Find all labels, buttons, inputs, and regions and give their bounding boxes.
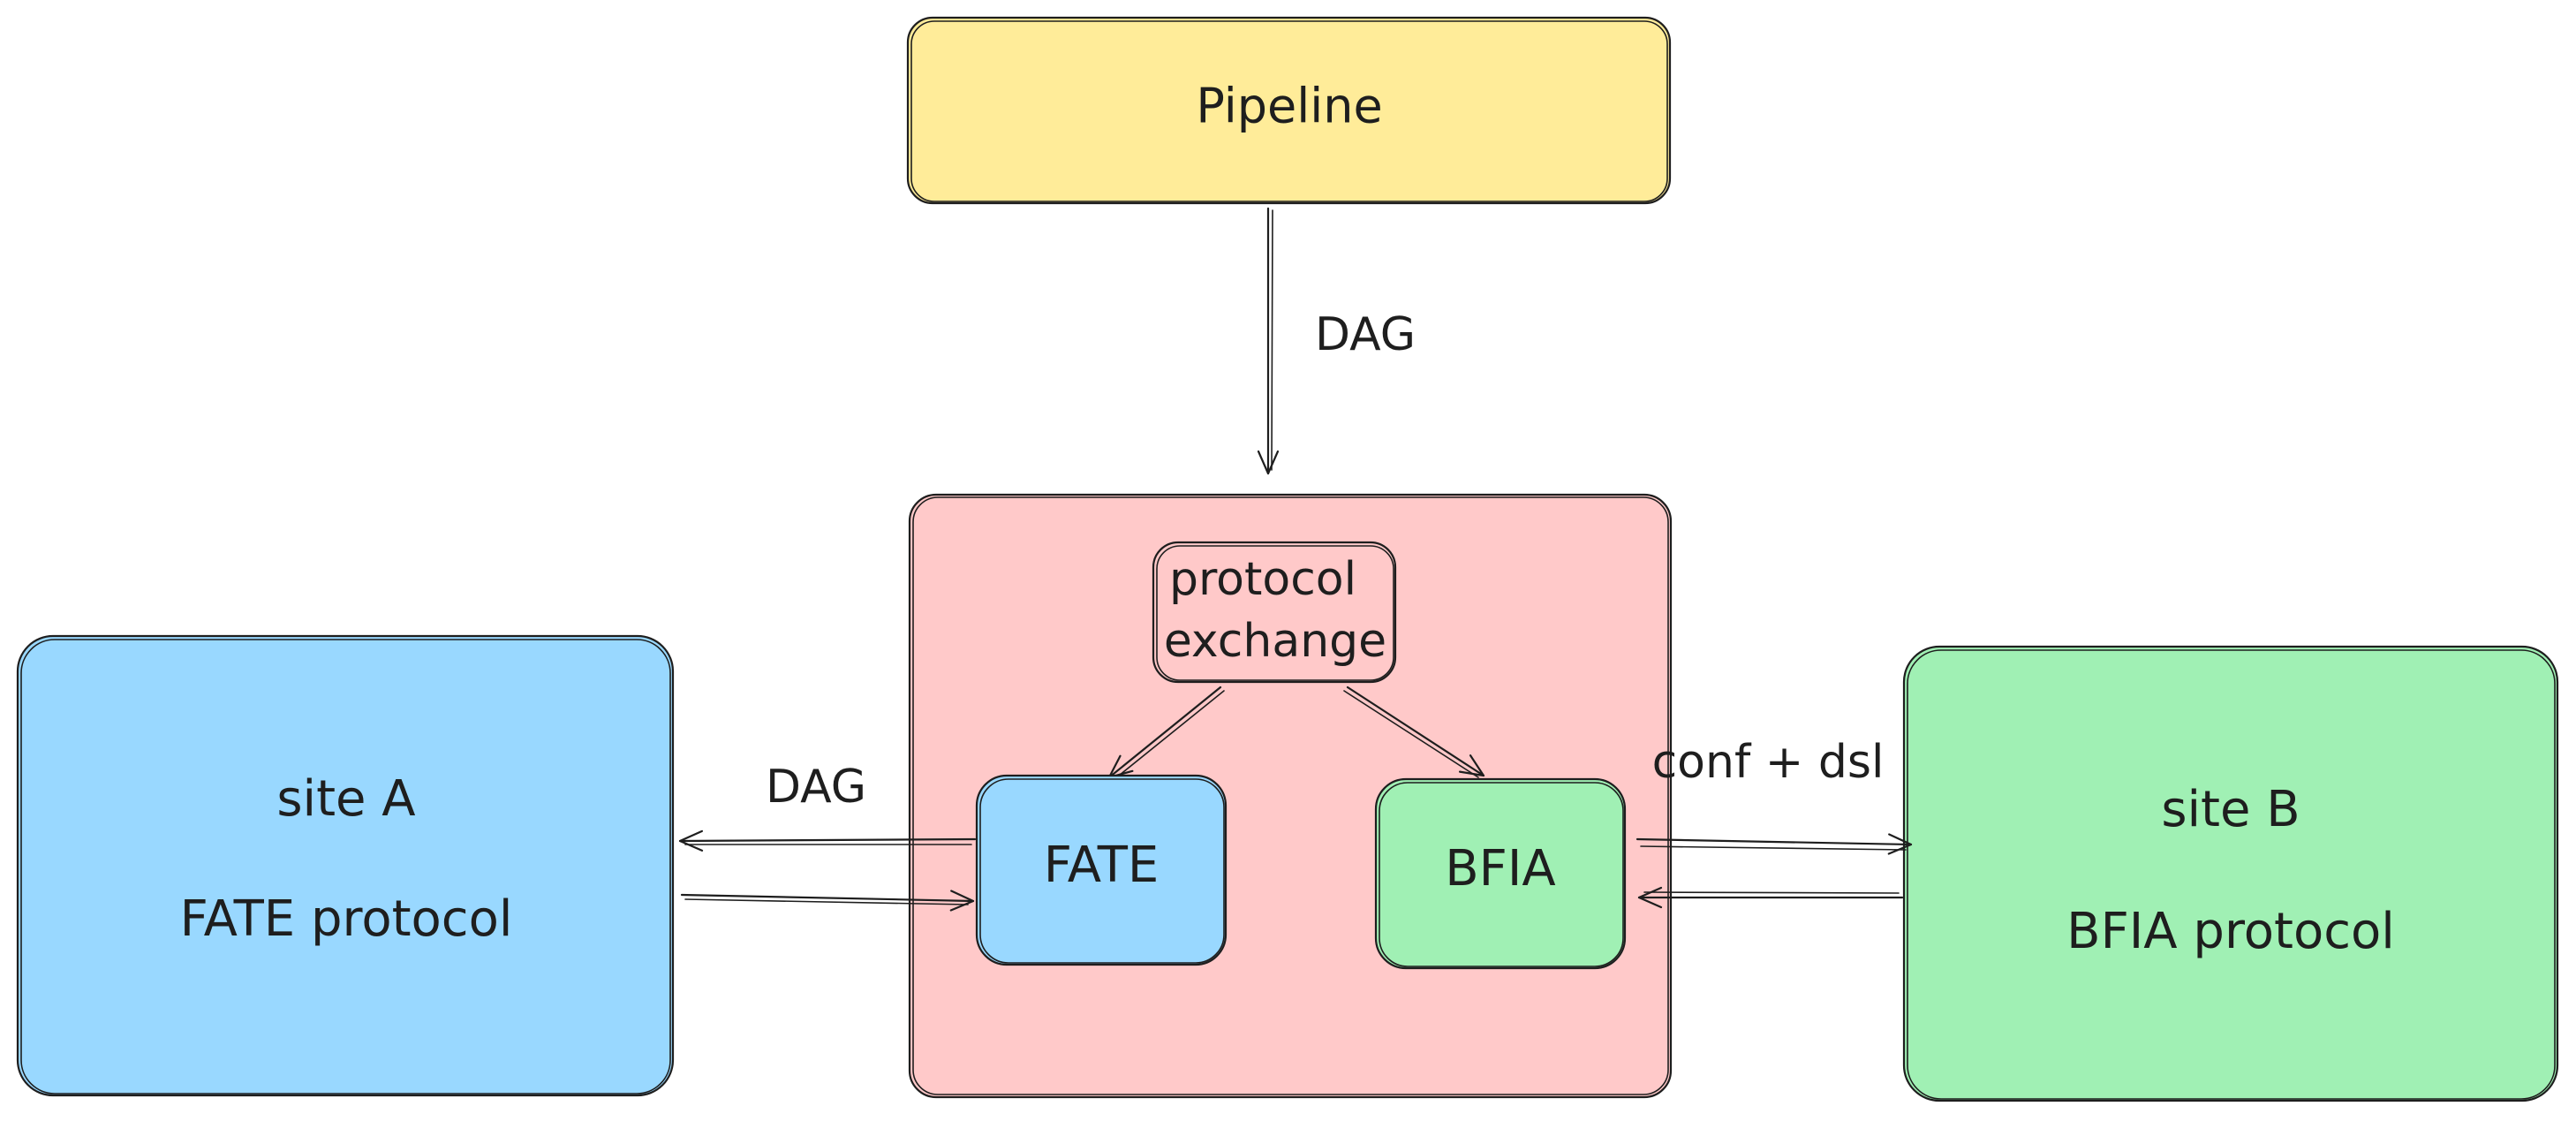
- site-a-border-sketch: [20, 639, 671, 1094]
- arrow-line: [1346, 685, 1485, 777]
- arrow-line: [678, 829, 977, 852]
- site-b-border-sketch: [1907, 649, 2556, 1100]
- site-a-box: [18, 636, 673, 1095]
- edge-site-a-to-fate: [680, 890, 975, 912]
- site-b-node[interactable]: site B BFIA protocol: [1902, 645, 2559, 1102]
- bfia-node[interactable]: BFIA: [1374, 777, 1627, 970]
- site-b-box: [1904, 647, 2557, 1101]
- site-a-node[interactable]: site A FATE protocol: [16, 634, 675, 1097]
- arrow-line-sketch: [1271, 209, 1273, 471]
- arrow-line: [1107, 685, 1222, 779]
- pipeline-node[interactable]: Pipeline: [906, 16, 1672, 205]
- edge-exchange-to-bfia: [1343, 685, 1485, 778]
- edge-label-conf-dsl: conf + dsl: [1652, 736, 1885, 789]
- bfia-border-sketch: [1379, 782, 1624, 967]
- site-a-line1: site A: [276, 770, 415, 828]
- site-a-border: [16, 634, 675, 1097]
- exchange-group-border-sketch: [912, 496, 1669, 1095]
- arrow-line-sketch: [1640, 845, 1907, 851]
- arrow-line-sketch: [1643, 891, 1900, 894]
- fate-label: FATE: [1044, 837, 1160, 894]
- protocol-exchange-line2: exchange: [1164, 615, 1386, 668]
- edge-bfia-to-site-b: conf + dsl: [1635, 736, 1913, 855]
- edge-exchange-to-fate: [1107, 685, 1225, 780]
- edge-label-dag-top: DAG: [1315, 308, 1416, 361]
- fate-border: [975, 774, 1228, 966]
- arrow-line: [1635, 833, 1913, 855]
- edge-pipeline-to-exchange: DAG: [1257, 207, 1416, 475]
- fate-node[interactable]: FATE: [975, 774, 1228, 966]
- pipeline-border-sketch: [910, 20, 1668, 202]
- site-b-line2: BFIA protocol: [2066, 903, 2395, 960]
- arrow-line-sketch: [684, 898, 969, 905]
- protocol-exchange-node[interactable]: protocol exchange: [1152, 541, 1397, 684]
- bfia-label: BFIA: [1445, 840, 1555, 898]
- bfia-box: [1376, 779, 1625, 968]
- protocol-exchange-border: [1152, 541, 1397, 684]
- pipeline-border: [906, 16, 1672, 205]
- fate-border-sketch: [979, 778, 1225, 964]
- arrow-line-sketch: [1343, 690, 1479, 778]
- arrow-line: [680, 890, 975, 912]
- pipeline-label: Pipeline: [1196, 79, 1382, 134]
- pipeline-box: [908, 18, 1670, 203]
- fate-box: [977, 776, 1226, 965]
- edge-site-b-to-bfia: [1637, 886, 1904, 909]
- protocol-exchange-line1: protocol: [1169, 553, 1356, 606]
- exchange-group-border: [908, 493, 1673, 1099]
- site-b-line1: site B: [2161, 781, 2300, 838]
- protocol-exchange-border-sketch: [1156, 545, 1394, 681]
- bfia-border: [1374, 777, 1627, 970]
- site-a-line2: FATE protocol: [180, 890, 513, 948]
- edge-label-dag-left: DAG: [766, 761, 866, 814]
- site-b-border: [1902, 645, 2559, 1102]
- arrow-line-sketch: [1114, 690, 1225, 780]
- edge-fate-to-site-a: DAG: [678, 761, 977, 852]
